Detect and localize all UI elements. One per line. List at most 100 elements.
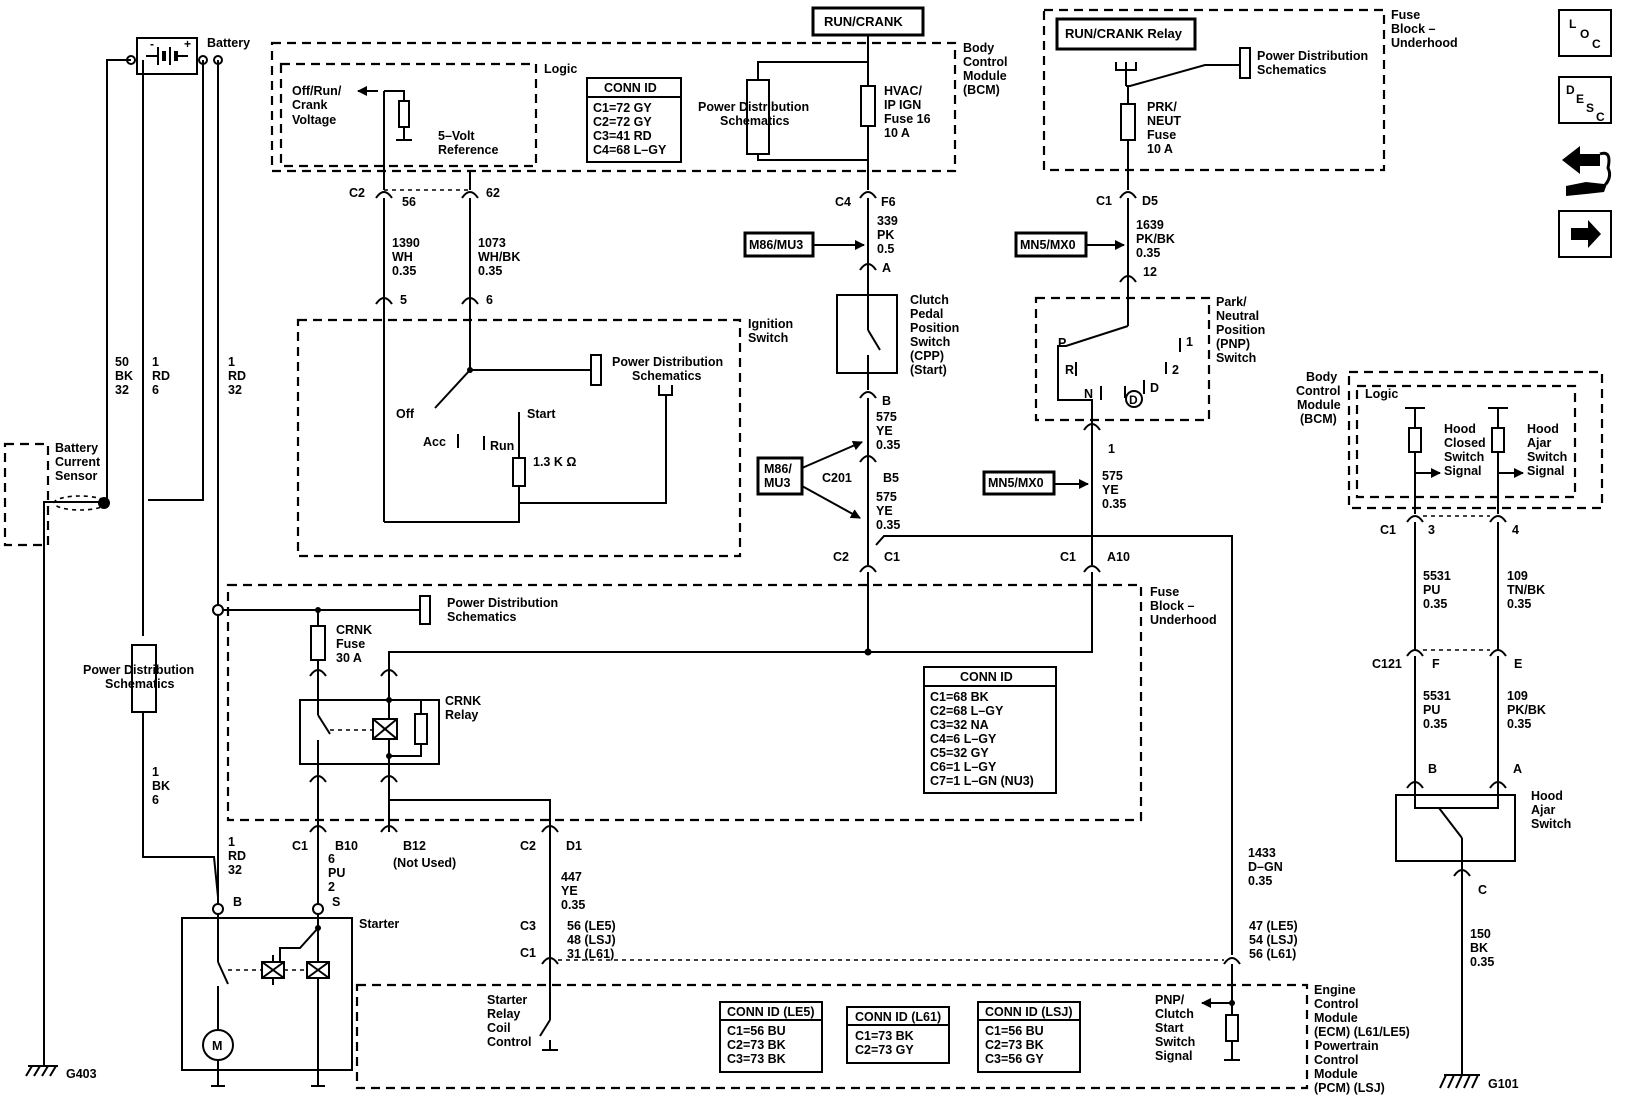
pnp-name-5: Switch (1216, 351, 1256, 365)
bcm-logic-label: Logic (544, 62, 577, 76)
ground-g403 (25, 1065, 58, 1077)
m86b-1: M86/ (764, 462, 792, 476)
fb-conn-row-4: C4=6 L–GY (930, 732, 997, 746)
connector-end-view-icon[interactable] (1562, 146, 1612, 196)
battery-label: Battery (207, 36, 250, 50)
w5531b-1: 5531 (1423, 689, 1451, 703)
wire-50-color: BK (115, 369, 133, 383)
ecm-pin-le5: 56 (LE5) (567, 919, 616, 933)
conn-l61-row-1: C1=73 BK (855, 1029, 914, 1043)
hood-switch-3: Switch (1531, 817, 1571, 831)
hvac-fuse-4: 10 A (884, 126, 910, 140)
pnp-d-circle-label: D (1129, 393, 1138, 407)
ecm-pin-r-lsj: 54 (LSJ) (1249, 933, 1298, 947)
w1639-3: 0.35 (1136, 246, 1160, 260)
starter-c1-label: C1 (292, 839, 308, 853)
pnp-name-2: Neutral (1216, 309, 1259, 323)
w575b-2: YE (876, 504, 893, 518)
conn-le5-row-2: C2=73 BK (727, 1038, 786, 1052)
hood-pin-c: C (1478, 883, 1487, 897)
w447-2: YE (561, 884, 578, 898)
w150-3: 0.35 (1470, 955, 1494, 969)
hood-bcm-box (1347, 370, 1604, 510)
pnp-signal-4: Switch (1155, 1035, 1195, 1049)
hood-closed-3: Switch (1444, 450, 1484, 464)
pnp-w575-1: 575 (1102, 469, 1123, 483)
hood-c1-label: C1 (1380, 523, 1396, 537)
pin-5-label: 5 (400, 293, 407, 307)
w1390-3: 0.35 (392, 264, 416, 278)
conn-lsj-row-3: C3=56 GY (985, 1052, 1044, 1066)
pnp-n-label: N (1084, 387, 1093, 401)
wire-1bk6-label: 1 (152, 765, 159, 779)
pnp-w575-2: YE (1102, 483, 1119, 497)
pnp-1-label: 1 (1186, 335, 1193, 349)
resistor-label: 1.3 K Ω (533, 455, 576, 469)
b5-label: B5 (883, 471, 899, 485)
ecm-c1-label: C1 (520, 946, 536, 960)
loc-c: C (1592, 37, 1601, 51)
wire-1rd32-color: RD (228, 369, 246, 383)
desc-button[interactable]: D E S C (1558, 76, 1612, 124)
w109a-1: 109 (1507, 569, 1528, 583)
ecm-name-5: Powertrain (1314, 1039, 1379, 1053)
crnk-fuse-1: CRNK (336, 623, 372, 637)
hood-ajar-2: Ajar (1527, 436, 1551, 450)
fb-conn-row-1: C1=68 BK (930, 690, 989, 704)
fb-conn-row-2: C2=68 L–GY (930, 704, 1004, 718)
conn-lsj-title: CONN ID (LSJ) (985, 1005, 1073, 1019)
hood-logic-label: Logic (1365, 387, 1398, 401)
w1073-1: 1073 (478, 236, 506, 250)
d5-label: D5 (1142, 194, 1158, 208)
d1-label: D1 (566, 839, 582, 853)
fuse-block-top-box (1042, 8, 1386, 172)
ecm-name-2: Control (1314, 997, 1358, 1011)
pd-top-right-1: Power Distribution (1257, 49, 1368, 63)
hood-bcm-1: Body (1306, 370, 1337, 384)
cpp-name-2: Pedal (910, 307, 943, 321)
w575a-3: 0.35 (876, 438, 900, 452)
ignition-name-2: Switch (748, 331, 788, 345)
w6-2: PU (328, 866, 345, 880)
pnp-r-label: R (1065, 363, 1074, 377)
desc-d: D (1566, 83, 1575, 97)
ground-g101-label: G101 (1488, 1077, 1519, 1091)
w5531a-3: 0.35 (1423, 597, 1447, 611)
fb-conn-title: CONN ID (960, 670, 1013, 684)
w339-3: 0.5 (877, 242, 894, 256)
bcm-conn-row-4: C4=68 L–GY (593, 143, 667, 157)
m86-label: M86/MU3 (749, 238, 803, 252)
w1390-2: WH (392, 250, 413, 264)
svg-text:-: - (150, 37, 154, 51)
hood-switch-2: Ajar (1531, 803, 1555, 817)
cpp-pin-b: B (882, 394, 891, 408)
pd-top-right-2: Schematics (1257, 63, 1327, 77)
conn-le5-row-1: C1=56 BU (727, 1024, 786, 1038)
pnp-signal-1: PNP/ (1155, 993, 1185, 1007)
w150-2: BK (1470, 941, 1488, 955)
w6-1: 6 (328, 852, 335, 866)
ignition-name-1: Ignition (748, 317, 793, 331)
pnp-name-1: Park/ (1216, 295, 1247, 309)
loc-button[interactable]: L O C (1558, 9, 1612, 57)
fb-conn-row-7: C7=1 L–GN (NU3) (930, 774, 1034, 788)
ecm-name-6: Control (1314, 1053, 1358, 1067)
next-arrow-button[interactable] (1558, 210, 1612, 258)
pnp-w575-3: 0.35 (1102, 497, 1126, 511)
bcm-conn-title: CONN ID (604, 81, 657, 95)
prk-fuse-2: NEUT (1147, 114, 1181, 128)
ecm-name-7: Module (1314, 1067, 1358, 1081)
w575a-2: YE (876, 424, 893, 438)
pnp-p-label: P (1058, 336, 1066, 350)
ignition-acc-label: Acc (423, 435, 446, 449)
conn-lsj-row-2: C2=73 BK (985, 1038, 1044, 1052)
off-run-crank-1: Off/Run/ (292, 84, 342, 98)
fuse-top-name-2: Block – (1391, 22, 1436, 36)
hood-ajar-4: Signal (1527, 464, 1565, 478)
wire-1rd32-label: 1 (228, 355, 235, 369)
loc-l: L (1569, 17, 1576, 31)
b12-label: B12 (403, 839, 426, 853)
w109a-2: TN/BK (1507, 583, 1545, 597)
off-run-crank-3: Voltage (292, 113, 336, 127)
